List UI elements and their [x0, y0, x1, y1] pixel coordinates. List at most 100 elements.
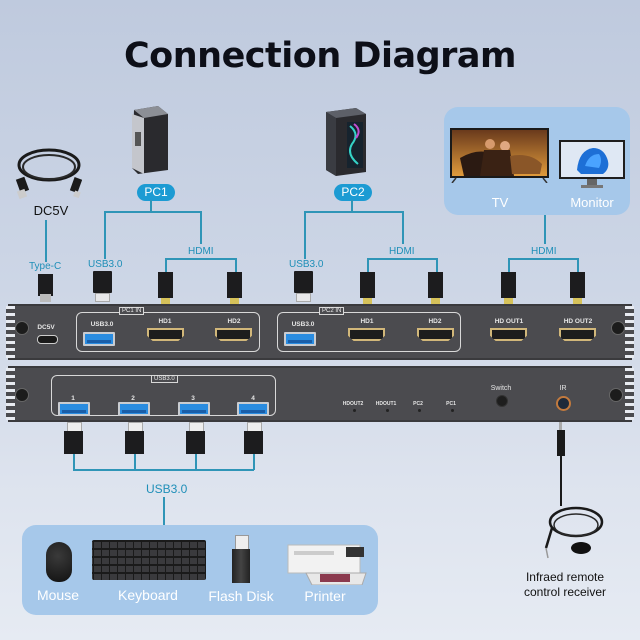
- ir-cable-plug-body: [557, 430, 565, 456]
- pc1-in-group: [76, 312, 260, 352]
- pc2-hdmi1-plug-icon: [360, 272, 375, 305]
- led-hdout2-label: HDOUT2: [342, 401, 364, 407]
- connector-line: [253, 454, 255, 470]
- ir-cable: [560, 456, 562, 506]
- connector-line: [577, 258, 579, 272]
- mouse-label: Mouse: [36, 587, 80, 603]
- screw-icon: [609, 388, 623, 402]
- screw-icon: [15, 321, 29, 335]
- led-pc1-indicator: [451, 409, 454, 412]
- heat-fins: [625, 368, 634, 420]
- flash-disk-label: Flash Disk: [208, 588, 274, 604]
- pc1-hd1-label: HD1: [158, 318, 172, 325]
- connector-line: [73, 454, 75, 470]
- usb-plug-1-body: [64, 431, 83, 454]
- pc2-hdmi2-plug-icon: [428, 272, 443, 305]
- pc1-hdmi2-plug-icon: [227, 272, 242, 305]
- usb-port-2-label: 2: [131, 395, 135, 402]
- printer-icon: [286, 541, 368, 586]
- usb-hub-tag: USB3.0: [151, 375, 178, 383]
- ir-receiver-label-line2: control receiver: [523, 585, 607, 599]
- usb-port-4-label: 4: [251, 395, 255, 402]
- led-pc2-label: PC2: [413, 401, 423, 407]
- pc1-badge: PC1: [137, 184, 175, 201]
- connector-line: [436, 258, 438, 272]
- usb-port-4[interactable]: [237, 402, 269, 416]
- pc2-usb-label: USB3.0: [289, 259, 324, 270]
- flash-disk-body: [232, 549, 250, 583]
- out1-hdmi-plug-icon: [501, 272, 516, 305]
- led-hdout1-indicator: [386, 409, 389, 412]
- connector-line: [150, 200, 152, 212]
- printer-label: Printer: [304, 588, 346, 604]
- pc1-hd2-port[interactable]: [215, 328, 252, 341]
- pc2-hd1-label: HD1: [360, 318, 374, 325]
- usb-port-3-label: 3: [191, 395, 195, 402]
- connector-line: [367, 258, 437, 260]
- pc2-usb-port[interactable]: [284, 332, 316, 346]
- usb-port-2[interactable]: [118, 402, 150, 416]
- tv-label: TV: [491, 195, 509, 210]
- pc2-hd2-port[interactable]: [417, 328, 454, 341]
- usb-plug-2-body: [125, 431, 144, 454]
- ir-cable-plug-icon: [559, 422, 562, 430]
- usb-plug-3-body: [186, 431, 205, 454]
- usb-c-cable-icon: [12, 145, 83, 205]
- monitor-icon: [559, 140, 625, 188]
- connector-line: [304, 211, 306, 259]
- switch-button[interactable]: [496, 395, 508, 407]
- usb-c-port[interactable]: [37, 335, 58, 344]
- type-c-plug-icon: [38, 274, 53, 296]
- pc1-tower-icon: [128, 104, 172, 176]
- out2-hdmi-plug-icon: [570, 272, 585, 305]
- mouse-icon: [46, 542, 72, 582]
- tv-icon: [450, 128, 549, 184]
- switch-label: Switch: [490, 385, 512, 392]
- pc2-in-group: [277, 312, 461, 352]
- heat-fins: [6, 306, 15, 358]
- connector-line: [367, 258, 369, 272]
- connector-line: [73, 469, 254, 471]
- pc2-badge: PC2: [334, 184, 372, 201]
- displays-hdmi-label: HDMI: [531, 246, 557, 257]
- connector-line: [165, 258, 167, 272]
- connector-line: [304, 211, 403, 213]
- connector-line: [508, 258, 578, 260]
- pc1-usb-port[interactable]: [83, 332, 115, 346]
- screw-icon: [611, 321, 625, 335]
- pc2-usb-plug-icon: [294, 271, 313, 302]
- led-pc2-indicator: [418, 409, 421, 412]
- hd-out1-port[interactable]: [490, 328, 527, 341]
- usb-port-1-label: 1: [71, 395, 75, 402]
- hd-out2-label: HD OUT2: [563, 318, 593, 325]
- usb-port-3[interactable]: [178, 402, 210, 416]
- ir-label: IR: [559, 385, 567, 392]
- peripherals-usb-label: USB3.0: [146, 482, 188, 496]
- pc2-hd1-port[interactable]: [348, 328, 385, 341]
- heat-fins: [6, 368, 15, 420]
- dc-port-label: DC5V: [37, 324, 55, 331]
- type-c-plug-tip: [40, 294, 51, 302]
- connector-line: [351, 200, 353, 212]
- led-hdout2-indicator: [353, 409, 356, 412]
- usb-port-1[interactable]: [58, 402, 90, 416]
- hd-out2-port[interactable]: [559, 328, 596, 341]
- pc1-hd1-port[interactable]: [147, 328, 184, 341]
- pc1-hdmi1-plug-icon: [158, 272, 173, 305]
- led-hdout1-label: HDOUT1: [375, 401, 397, 407]
- connector-line: [508, 258, 510, 272]
- connector-line: [402, 211, 404, 244]
- keyboard-label: Keyboard: [118, 587, 178, 603]
- connector-line: [163, 497, 165, 525]
- pc2-in-tag: PC2 IN: [319, 307, 345, 315]
- pc1-in-tag: PC1 IN: [119, 307, 145, 315]
- pc1-hdmi-label: HDMI: [188, 246, 214, 257]
- power-line: [45, 220, 47, 262]
- pc2-tower-icon: [322, 104, 372, 176]
- usb-plug-4-body: [244, 431, 263, 454]
- pc1-hd2-label: HD2: [227, 318, 241, 325]
- ir-jack[interactable]: [556, 396, 571, 411]
- ir-receiver-label-line1: Infraed remote: [525, 570, 605, 584]
- connector-line: [235, 258, 237, 272]
- connector-line: [104, 211, 201, 213]
